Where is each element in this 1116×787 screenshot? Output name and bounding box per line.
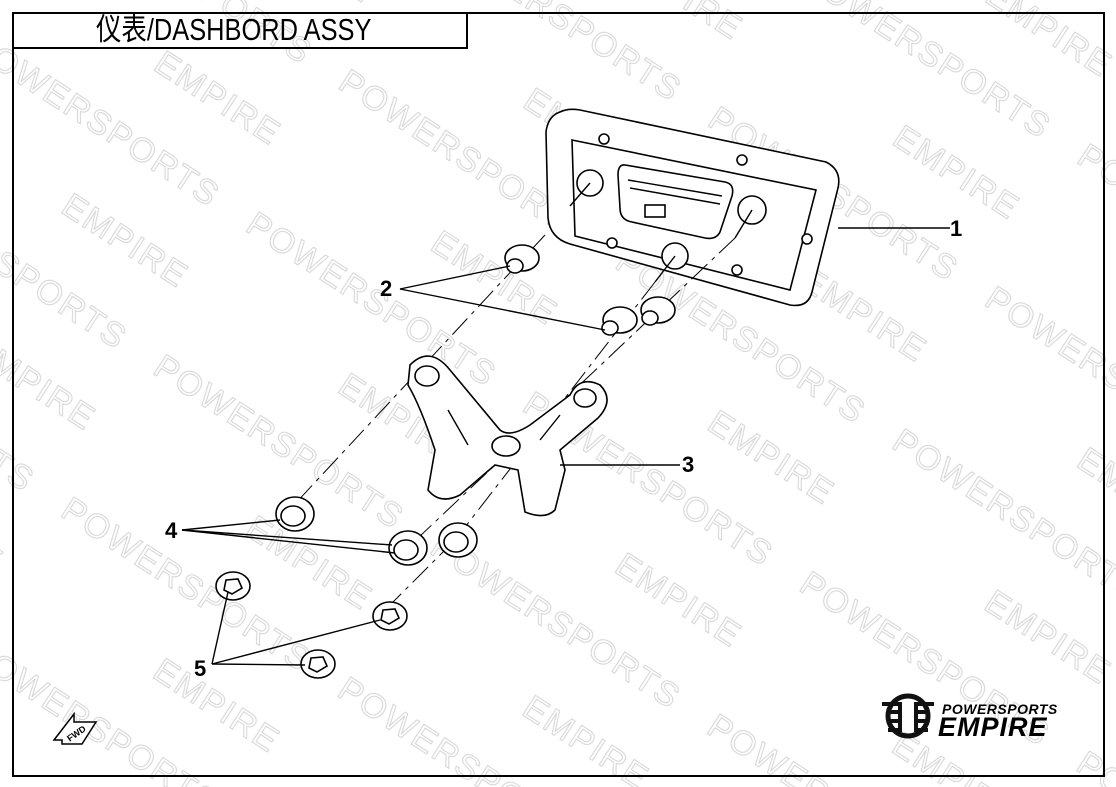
title-box: 仪表/DASHBORD ASSY — [12, 12, 468, 49]
page-title: 仪表/DASHBORD ASSY — [96, 12, 372, 47]
nut-parts — [275, 496, 478, 566]
callout-2: 2 — [380, 276, 392, 301]
washer-parts — [215, 571, 408, 679]
empire-wings-icon — [882, 693, 934, 739]
leader-lines — [181, 265, 606, 666]
callout-3: 3 — [682, 452, 694, 477]
bracket-part — [407, 355, 608, 517]
dashboard-part — [545, 108, 840, 307]
logo-text-bottom: EMPIRE — [938, 712, 1048, 742]
logo-text-top: POWERSPORTS — [942, 701, 1058, 717]
callout-1: 1 — [950, 216, 962, 241]
drawing-frame — [12, 12, 1105, 777]
callout-4: 4 — [165, 518, 178, 543]
callout-5: 5 — [194, 656, 206, 681]
brand-logo: POWERSPORTS EMPIRE — [880, 690, 1090, 745]
forward-arrow-icon: FWD — [52, 711, 98, 745]
grommet-parts — [504, 244, 676, 336]
